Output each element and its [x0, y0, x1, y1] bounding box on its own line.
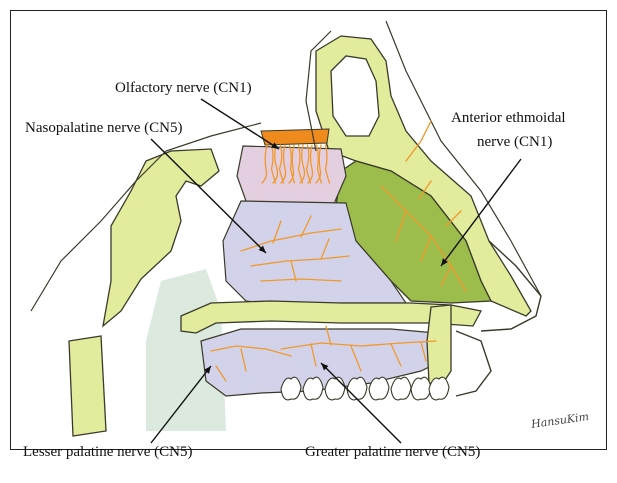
diagram-frame: Olfactory nerve (CN1) Nasopalatine nerve…	[10, 10, 607, 450]
anterior-maxilla	[427, 305, 451, 386]
tooth	[281, 377, 301, 400]
tooth	[325, 377, 345, 400]
label-olfactory-nerve: Olfactory nerve (CN1)	[115, 79, 252, 98]
tooth	[411, 377, 431, 400]
tooth	[429, 377, 449, 400]
tooth	[369, 377, 389, 400]
label-greater-palatine-nerve: Greater palatine nerve (CN5)	[305, 443, 480, 462]
label-lesser-palatine-nerve: Lesser palatine nerve (CN5)	[23, 443, 193, 462]
cribriform-plate	[261, 129, 329, 145]
label-anterior-ethmoidal-nerve-line1: Anterior ethmoidal	[451, 109, 566, 128]
tooth	[391, 377, 411, 400]
cervical-vertebra	[69, 336, 106, 436]
label-nasopalatine-nerve: Nasopalatine nerve (CN5)	[25, 119, 182, 138]
tooth	[347, 377, 367, 400]
label-anterior-ethmoidal-nerve-line2: nerve (CN1)	[477, 133, 552, 152]
nasal-cavity-illustration	[11, 11, 607, 450]
tooth	[303, 377, 323, 400]
upper-lip-profile	[456, 331, 491, 396]
arrow-olfactory	[201, 99, 279, 149]
